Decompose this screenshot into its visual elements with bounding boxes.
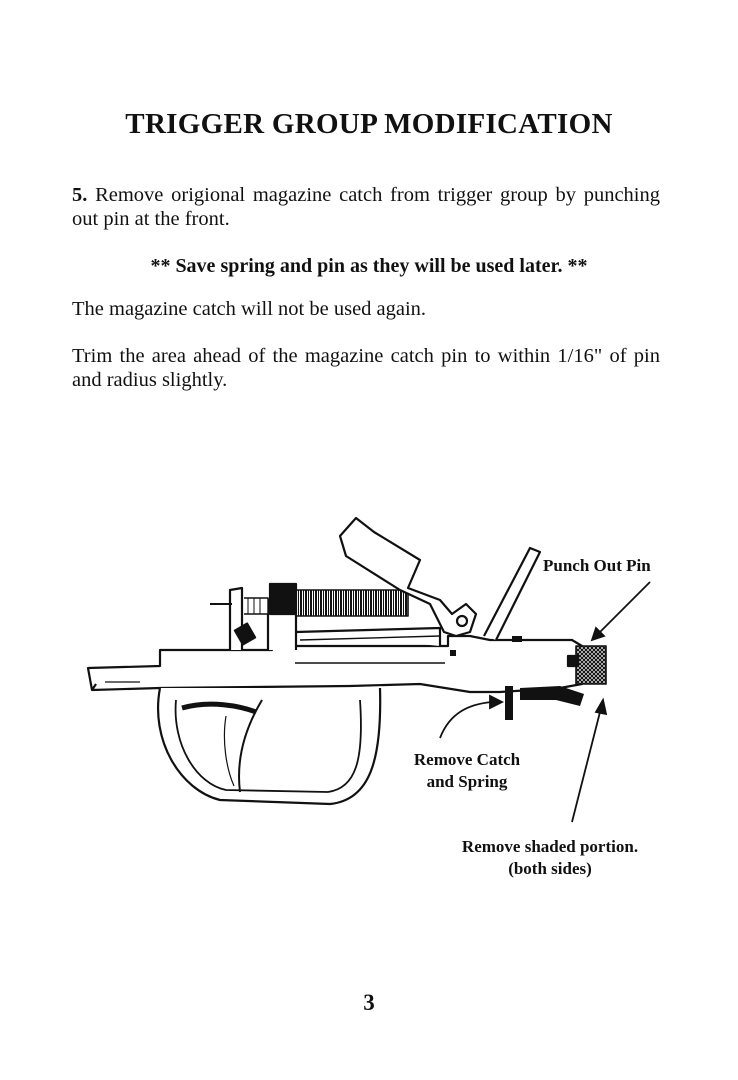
remove-shaded-line1: Remove shaded portion. xyxy=(461,837,639,856)
step-5-paragraph: 5. Remove origional magazine catch from … xyxy=(72,183,660,231)
remove-catch-line2: and Spring xyxy=(426,772,508,791)
remove-shaded-arrowhead xyxy=(594,697,608,716)
remove-catch-label: Remove Catch and Spring xyxy=(392,749,542,793)
remove-shaded-label: Remove shaded portion. (both sides) xyxy=(438,836,662,880)
catch-not-used-paragraph: The magazine catch will not be used agai… xyxy=(72,298,427,320)
annotation-arrows xyxy=(439,581,651,823)
remove-shaded-line2: (both sides) xyxy=(508,859,592,878)
punch-out-pin-label: Punch Out Pin xyxy=(543,556,651,575)
step-number: 5. xyxy=(72,184,88,206)
remove-catch-arrowhead xyxy=(489,694,505,710)
trim-instruction-paragraph: Trim the area ahead of the magazine catc… xyxy=(72,345,660,391)
page-title: TRIGGER GROUP MODIFICATION xyxy=(125,108,613,140)
save-note: ** Save spring and pin as they will be u… xyxy=(150,255,588,277)
punch-pin-arrowhead xyxy=(590,626,606,642)
step-text: Remove origional magazine catch from tri… xyxy=(72,184,660,230)
remove-catch-line1: Remove Catch xyxy=(413,750,521,769)
trigger-housing-drawing xyxy=(86,516,607,806)
page-number: 3 xyxy=(363,990,375,1015)
